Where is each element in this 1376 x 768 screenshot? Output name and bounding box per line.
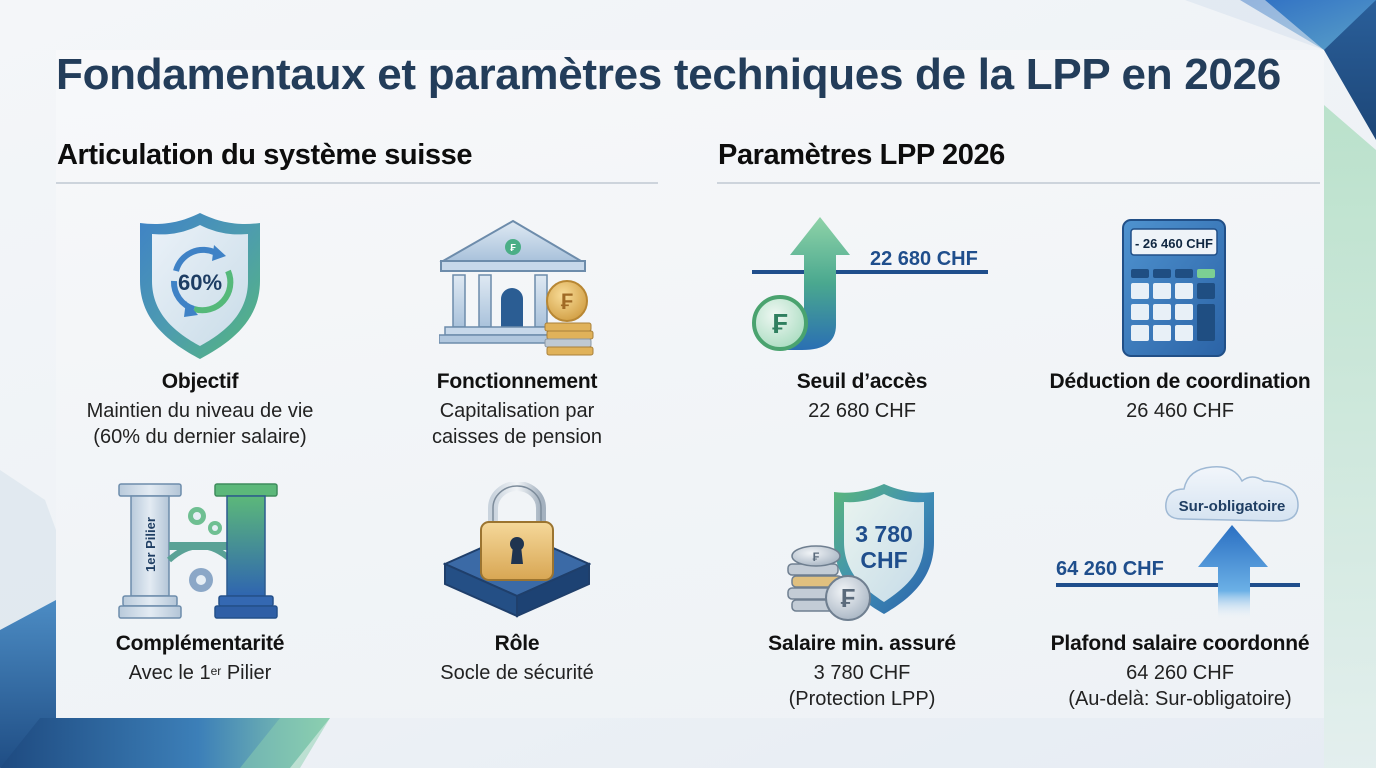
item-seuil-acces: ₣ 22 680 CHF Seuil d’accès 22 680 CHF <box>722 205 1002 455</box>
item-fonctionnement: ₣ ₣ Fonctionnement Capitalisation par ca… <box>377 205 657 455</box>
threshold-arrow-icon: ₣ 22 680 CHF <box>752 217 988 351</box>
pillars-bridge-icon: 1er Pilier <box>118 483 278 619</box>
cloud-arrow-icon: Sur-obligatoire 64 260 CHF <box>1056 466 1300 619</box>
svg-text:60%: 60% <box>178 270 222 295</box>
padlock-icon <box>443 482 591 618</box>
section-title-parametres: Paramètres LPP 2026 <box>718 139 1005 171</box>
item-desc: Socle de sécurité <box>440 662 594 684</box>
item-role: Rôle Socle de sécurité <box>377 478 657 698</box>
svg-text:1er Pilier: 1er Pilier <box>143 517 158 572</box>
shield-percentage-icon: 60% <box>140 213 260 359</box>
item-plafond-salaire: Sur-obligatoire 64 260 CHF Plafond salai… <box>1030 455 1330 718</box>
bank-coins-icon: ₣ ₣ <box>439 219 594 356</box>
item-desc-line1: 64 260 CHF <box>1126 662 1234 684</box>
item-salaire-min-assure: 3 780 CHF ₣ ₣ Salaire min. assuré 3 780 … <box>722 478 1002 718</box>
svg-text:₣: ₣ <box>841 583 855 613</box>
item-desc-line1: 3 780 CHF <box>813 662 911 684</box>
svg-text:- 26 460 CHF: - 26 460 CHF <box>1135 236 1213 251</box>
item-desc-line2: caisses de pension <box>431 426 603 448</box>
section-title-articulation: Articulation du système suisse <box>57 139 473 171</box>
svg-text:₣: ₣ <box>813 550 820 564</box>
svg-text:CHF: CHF <box>860 547 907 573</box>
item-desc-line1: 22 680 CHF <box>808 400 916 422</box>
item-desc-line2: (Protection LPP) <box>788 688 936 710</box>
svg-text:3 780: 3 780 <box>855 521 913 547</box>
item-label: Rôle <box>494 632 540 655</box>
item-label: Objectif <box>161 370 239 393</box>
item-label: Plafond salaire coordonné <box>1050 632 1310 655</box>
item-label: Fonctionnement <box>436 370 598 393</box>
item-label: Déduction de coordination <box>1049 370 1311 393</box>
section-divider <box>56 182 658 184</box>
item-desc-line2: (60% du dernier salaire) <box>93 426 307 448</box>
svg-text:Sur-obligatoire: Sur-obligatoire <box>1179 498 1286 515</box>
item-deduction-coordination: - 26 460 CHF Déduction de coordination 2… <box>1030 205 1330 455</box>
svg-text:₣: ₣ <box>561 289 573 314</box>
page-title: Fondamentaux et paramètres techniques de… <box>56 50 1281 99</box>
item-desc-line2: (Au-delà: Sur-obligatoire) <box>1068 688 1292 710</box>
item-label: Complémentarité <box>115 632 285 655</box>
svg-text:₣: ₣ <box>772 308 788 339</box>
item-desc-line1: Maintien du niveau de vie <box>86 400 314 422</box>
svg-text:64 260 CHF: 64 260 CHF <box>1056 558 1164 580</box>
svg-text:₣: ₣ <box>510 243 516 254</box>
section-divider <box>717 182 1320 184</box>
item-desc-line1: Capitalisation par <box>439 400 595 422</box>
item-desc: Avec le 1er Pilier <box>128 662 272 684</box>
item-complementarite: 1er Pilier Complémentarité Avec le 1er P… <box>60 478 340 698</box>
shield-coins-icon: 3 780 CHF ₣ ₣ <box>787 484 934 621</box>
item-label: Salaire min. assuré <box>768 632 956 655</box>
item-objectif: 60% Objectif Maintien du niveau de vie (… <box>60 205 340 455</box>
calculator-icon: - 26 460 CHF <box>1122 219 1226 357</box>
item-desc-line1: 26 460 CHF <box>1126 400 1234 422</box>
svg-text:22 680 CHF: 22 680 CHF <box>870 248 978 270</box>
item-label: Seuil d’accès <box>796 370 928 393</box>
